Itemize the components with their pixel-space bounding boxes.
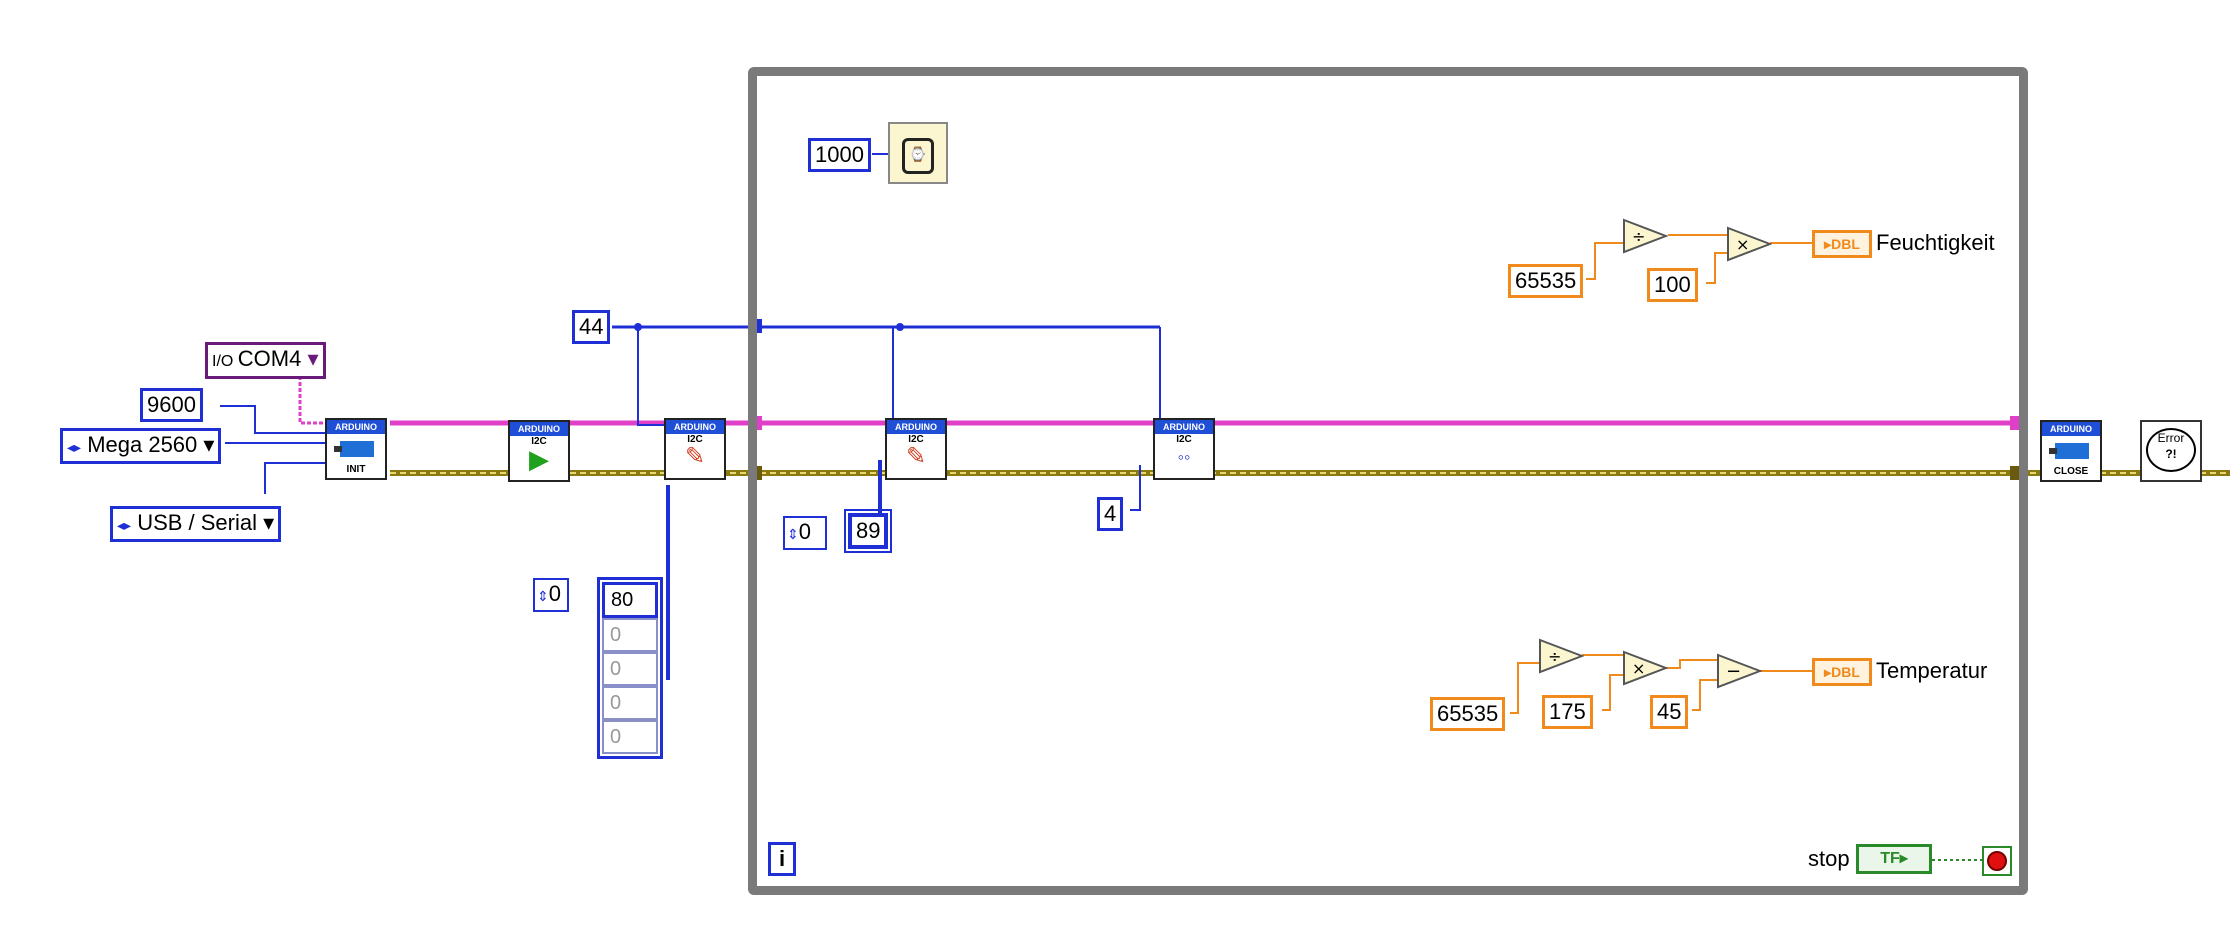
humidity-indicator: ▸DBL (1812, 230, 1872, 258)
multiply-symbol: × (1632, 659, 1645, 678)
stop-label: stop (1808, 846, 1850, 871)
wristwatch-icon: ⌚ (902, 138, 934, 174)
divide-symbol: ÷ (1548, 647, 1561, 666)
i2c-read-block[interactable]: ARDUINO I2C ◦◦ (1153, 418, 1215, 480)
increment-arrows-icon: ◂▸ (67, 439, 82, 455)
humidity-divisor-constant[interactable]: 65535 (1508, 264, 1584, 298)
multiply-operator[interactable]: × (1622, 650, 1669, 691)
humidity-label: Feuchtigkeit (1876, 230, 1995, 255)
board-enum[interactable]: ◂▸ Mega 2560 ▾ (60, 428, 222, 464)
array-index-2[interactable]: ⇕0 (783, 516, 827, 550)
baud-constant[interactable]: 9600 (140, 388, 203, 422)
array-element[interactable]: 0 (602, 686, 658, 720)
read-count-constant[interactable]: 4 (1097, 497, 1124, 531)
divide-symbol: ÷ (1632, 227, 1645, 246)
increment-arrows-icon: ⇕ (787, 526, 799, 542)
stop-condition-terminal[interactable] (1982, 846, 2012, 876)
i2c-start-block[interactable]: ARDUINO I2C ▶ (508, 420, 570, 482)
array-constant-1: 80 0 0 0 0 (597, 577, 663, 759)
com-port-constant[interactable]: I/O COM4 ▾ (205, 342, 326, 379)
arduino-board-icon (327, 434, 385, 464)
connection-enum[interactable]: ◂▸ USB / Serial ▾ (110, 506, 282, 542)
arduino-close-block[interactable]: ARDUINO CLOSE (2040, 420, 2102, 482)
stop-boolean-control[interactable]: TF▸ (1856, 844, 1932, 874)
speech-bubble-icon: Error ?! (2146, 428, 2196, 472)
play-icon: ▶ (529, 444, 549, 474)
array-element[interactable]: 0 (602, 720, 658, 754)
temp-offset-constant[interactable]: 45 (1650, 695, 1689, 729)
subtract-operator[interactable]: − (1716, 653, 1763, 694)
arduino-init-block[interactable]: ARDUINO INIT (325, 418, 387, 480)
wait-ms-block[interactable]: ⌚ (888, 122, 948, 184)
i2c-write-block-1[interactable]: ARDUINO I2C ✎ (664, 418, 726, 480)
while-loop (748, 67, 2028, 895)
arduino-board-icon (2042, 436, 2100, 466)
glasses-icon: ◦◦ (1177, 447, 1191, 467)
increment-arrows-icon: ◂▸ (117, 517, 132, 533)
multiply-operator[interactable]: × (1726, 226, 1773, 267)
pencil-icon: ✎ (684, 443, 706, 470)
increment-arrows-icon: ⇕ (537, 588, 549, 604)
array-index-1[interactable]: ⇕0 (533, 578, 569, 612)
chevron-down-icon: ▾ (203, 432, 215, 457)
temperature-label: Temperatur (1876, 658, 1988, 683)
chevron-down-icon: ▾ (263, 510, 275, 535)
iteration-terminal: i (768, 842, 797, 876)
error-handler-block[interactable]: Error ?! (2140, 420, 2202, 482)
i2c-address-constant[interactable]: 44 (572, 310, 611, 344)
temperature-indicator: ▸DBL (1812, 658, 1872, 686)
write-value-constant[interactable]: 89 (843, 509, 893, 553)
array-element[interactable]: 0 (602, 618, 658, 652)
wait-ms-constant[interactable]: 1000 (808, 138, 871, 172)
pencil-icon: ✎ (905, 443, 927, 470)
divide-operator[interactable]: ÷ (1622, 218, 1669, 259)
humidity-factor-constant[interactable]: 100 (1647, 268, 1698, 302)
subtract-symbol: − (1726, 661, 1741, 682)
temp-divisor-constant[interactable]: 65535 (1430, 697, 1506, 731)
divide-operator[interactable]: ÷ (1538, 638, 1585, 679)
temp-factor-constant[interactable]: 175 (1542, 695, 1593, 729)
visa-icon: I/O (212, 353, 238, 370)
array-element[interactable]: 0 (602, 652, 658, 686)
array-element[interactable]: 80 (602, 582, 658, 618)
chevron-down-icon: ▾ (307, 346, 319, 371)
multiply-symbol: × (1736, 235, 1749, 254)
i2c-write-block-2[interactable]: ARDUINO I2C ✎ (885, 418, 947, 480)
stop-icon (1987, 851, 2007, 871)
